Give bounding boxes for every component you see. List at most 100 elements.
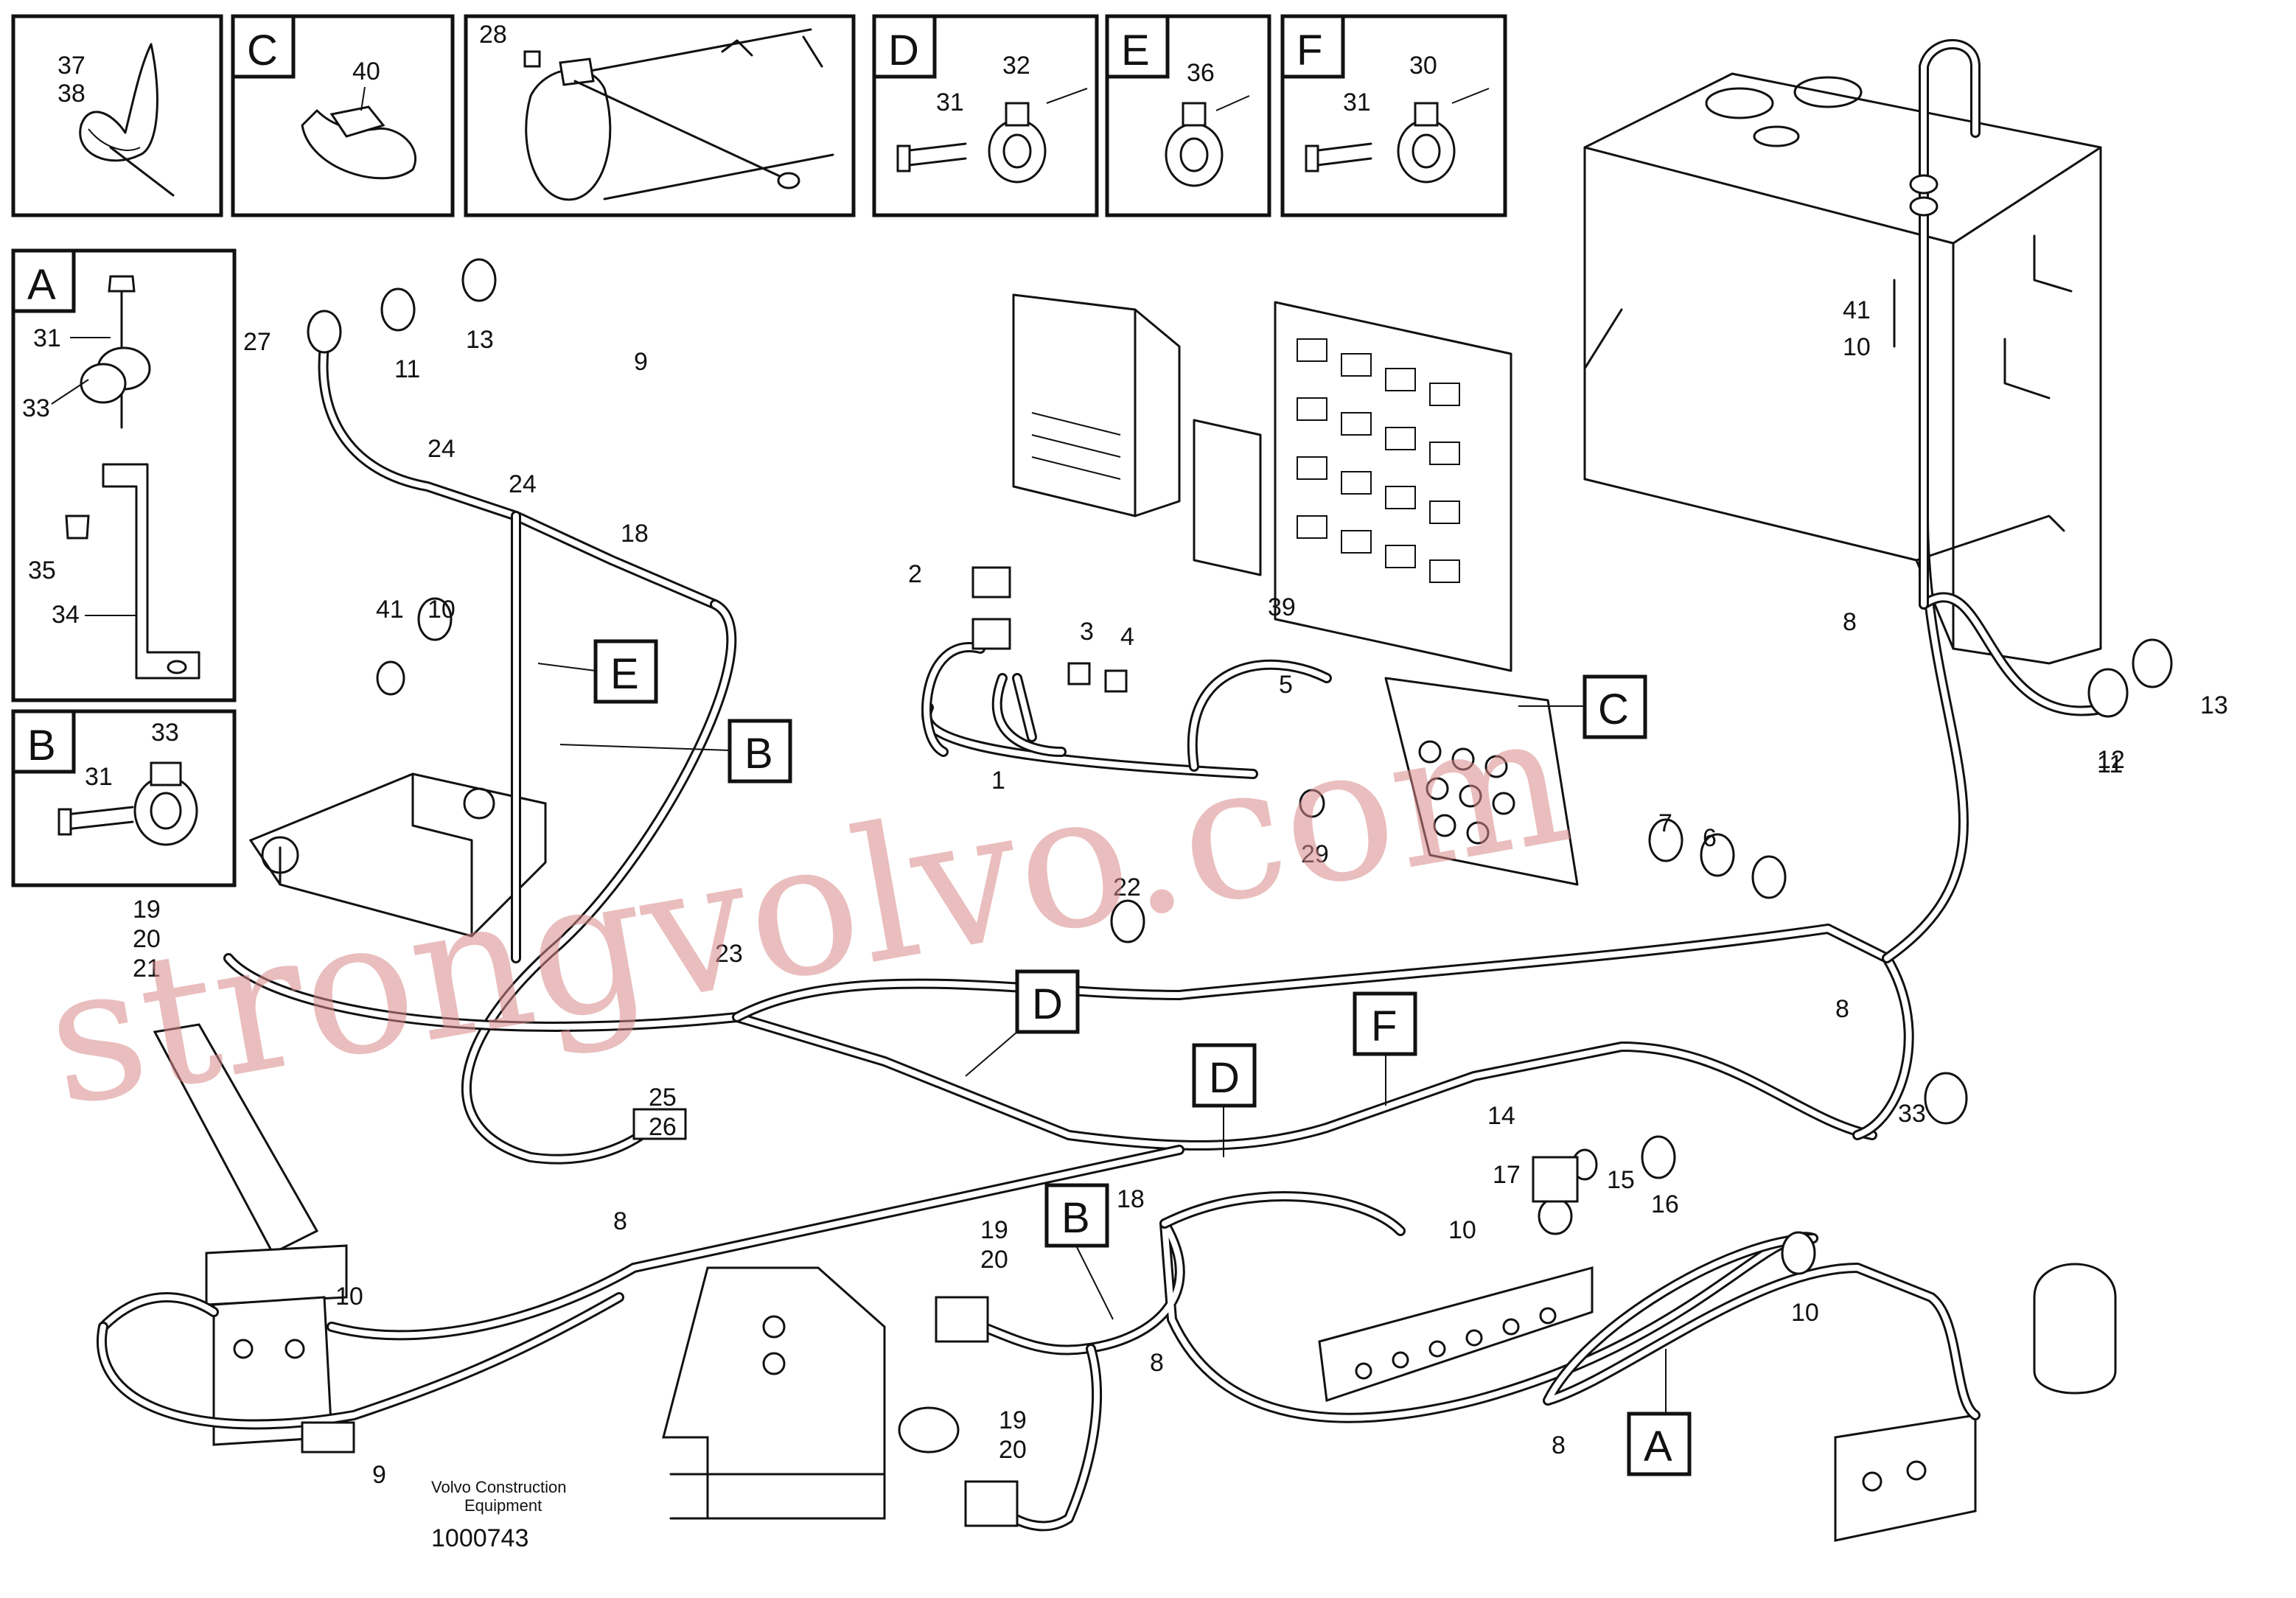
callout-17: 17 — [1493, 1161, 1521, 1189]
callout-20-c: 20 — [999, 1436, 1027, 1464]
callout-31-f: 31 — [1343, 88, 1371, 116]
callout-40: 40 — [352, 57, 380, 86]
foot-pedal — [153, 1023, 348, 1446]
tag-c: C — [1598, 685, 1629, 733]
callout-18-bottom: 18 — [1117, 1185, 1145, 1213]
callout-27: 27 — [243, 328, 271, 356]
callout-30: 30 — [1409, 52, 1437, 80]
relay-board — [1193, 301, 1512, 672]
callout-13-left: 13 — [466, 326, 494, 354]
callout-34: 34 — [52, 601, 80, 629]
callout-13-right: 13 — [2200, 691, 2228, 719]
gauge-panel — [1384, 677, 1579, 886]
callout-24-a: 24 — [428, 435, 456, 463]
hydraulic-tank — [1583, 72, 2102, 665]
control-unit — [1012, 293, 1181, 517]
detail-box-a: A 31 33 35 34 — [11, 248, 237, 702]
callout-19-a: 19 — [133, 896, 161, 924]
callout-31-a: 31 — [33, 324, 61, 352]
callout-3: 3 — [1080, 618, 1094, 646]
publisher-line-1: Volvo Construction — [431, 1478, 566, 1496]
callout-11-right: 11 — [2097, 750, 2123, 778]
box-letter-e: E — [1121, 27, 1150, 74]
callout-4: 4 — [1120, 623, 1134, 651]
letter-tags: E B C D D F B A — [537, 639, 1692, 1476]
tag-e: E — [610, 650, 639, 698]
callout-24-b: 24 — [509, 470, 537, 498]
callout-10-pedal: 10 — [335, 1283, 363, 1311]
callout-21: 21 — [133, 955, 161, 983]
part-callouts: 27 11 13 9 24 24 18 41 10 2 3 4 5 39 1 2… — [133, 296, 2228, 1489]
callout-32: 32 — [1002, 52, 1030, 80]
callout-8-right-top: 8 — [1843, 608, 1857, 636]
callout-23: 23 — [715, 940, 743, 968]
callout-31-d: 31 — [936, 88, 964, 116]
watermark: strongvolvo.com — [32, 669, 1583, 1148]
box-letter-a: A — [27, 261, 56, 309]
figure-number: 1000743 — [431, 1524, 528, 1552]
callout-15: 15 — [1607, 1166, 1635, 1194]
callout-8-right-mid: 8 — [1835, 995, 1849, 1023]
callout-41-left: 41 — [376, 596, 404, 624]
tag-f: F — [1371, 1002, 1397, 1050]
box-letter-c: C — [247, 27, 278, 74]
callout-29: 29 — [1301, 840, 1329, 868]
callout-25: 25 — [649, 1084, 677, 1112]
callout-28: 28 — [479, 21, 507, 49]
detail-box-cable-tie: 37 38 — [11, 14, 223, 217]
callout-1: 1 — [991, 767, 1005, 795]
callout-35: 35 — [28, 556, 56, 585]
callout-12: 12 — [2097, 746, 2125, 774]
callout-22: 22 — [1113, 873, 1141, 901]
callout-14: 14 — [1487, 1102, 1515, 1130]
tag-d-1: D — [1032, 980, 1063, 1028]
callout-10-mid: 10 — [1448, 1216, 1476, 1244]
callout-38: 38 — [57, 80, 86, 108]
callout-2: 2 — [908, 560, 922, 588]
callout-41-right: 41 — [1843, 296, 1871, 324]
callout-9-bottom: 9 — [372, 1461, 386, 1489]
manifold — [1318, 1266, 1594, 1403]
detail-box-d: D 31 32 — [872, 14, 1099, 217]
callout-37: 37 — [57, 52, 86, 80]
callout-6: 6 — [1703, 824, 1717, 852]
valve-block — [248, 772, 547, 938]
detail-box-clamp: 28 — [464, 14, 856, 217]
callout-39: 39 — [1268, 593, 1296, 621]
publisher-line-2: Equipment — [464, 1496, 542, 1515]
callout-8-left: 8 — [613, 1207, 627, 1235]
detail-box-e: E 36 — [1105, 14, 1271, 217]
callout-33-main: 33 — [1898, 1100, 1926, 1128]
callout-20-a: 20 — [133, 925, 161, 953]
callout-19-c: 19 — [999, 1406, 1027, 1434]
callout-10-left: 10 — [428, 596, 456, 624]
callout-9-top: 9 — [634, 348, 648, 376]
callout-5: 5 — [1279, 671, 1293, 699]
tag-a: A — [1644, 1423, 1672, 1470]
callout-18-top: 18 — [621, 520, 649, 548]
callout-31-b: 31 — [85, 763, 113, 791]
detail-box-c: C 40 — [231, 14, 455, 217]
detail-box-f: F 31 30 — [1280, 14, 1507, 217]
tag-b-1: B — [744, 730, 773, 778]
hose-network — [97, 39, 2113, 1532]
box-letter-f: F — [1297, 27, 1322, 74]
accumulator-block — [1834, 1263, 2117, 1542]
detail-box-b: B 31 33 — [11, 709, 237, 887]
bottom-valve — [662, 1266, 960, 1520]
tag-b-2: B — [1061, 1194, 1090, 1242]
box-letter-d: D — [888, 27, 919, 74]
callout-33-a: 33 — [22, 394, 50, 422]
callout-8-bottom-mid: 8 — [1150, 1349, 1164, 1377]
box-letter-b: B — [27, 722, 56, 770]
callout-10-right: 10 — [1843, 333, 1871, 361]
callout-10-bottom-right: 10 — [1791, 1299, 1819, 1327]
callout-8-bottom-right: 8 — [1552, 1431, 1566, 1459]
callout-36: 36 — [1187, 59, 1215, 87]
callout-16: 16 — [1651, 1190, 1679, 1218]
callout-26: 26 — [649, 1113, 677, 1141]
callout-11-left: 11 — [394, 355, 420, 383]
tag-d-2: D — [1209, 1054, 1240, 1102]
